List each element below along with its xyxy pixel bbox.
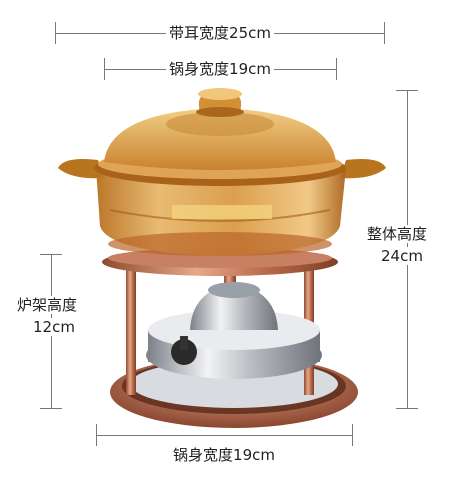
label-pot-width-top: 锅身宽度19cm	[166, 60, 274, 78]
dim-bottom-line	[96, 435, 352, 436]
dim-bottom-right-tick	[352, 424, 353, 446]
dim-left-bottom-tick	[40, 408, 62, 409]
label-stand-height: 炉架高度	[14, 296, 81, 314]
label-overall-height-value: 24cm	[378, 247, 426, 265]
label-pot-width-bottom: 锅身宽度19cm	[170, 446, 278, 464]
label-overall-height: 整体高度	[364, 225, 431, 243]
dim-top-right-tick	[384, 22, 385, 44]
dim-pot-top-right-tick	[336, 58, 337, 80]
label-stand-height-value: 12cm	[30, 318, 78, 336]
dim-right-bottom-tick	[396, 408, 418, 409]
label-width-with-handles: 带耳宽度25cm	[166, 24, 274, 42]
